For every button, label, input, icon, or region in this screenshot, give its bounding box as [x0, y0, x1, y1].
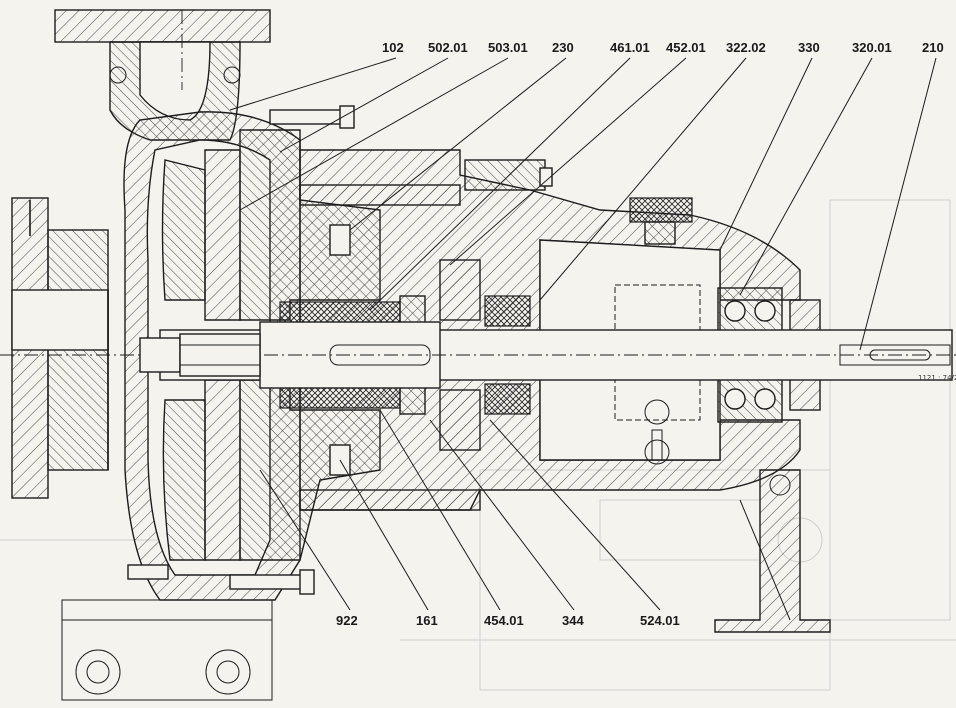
gland: [439, 159, 553, 451]
casing-bolts: [127, 105, 355, 595]
callout-330: 330: [798, 40, 820, 55]
callout-503-01: 503.01: [488, 40, 528, 55]
suction-flange: [11, 197, 109, 499]
callout-344: 344: [562, 613, 584, 628]
callout-452-01: 452.01: [666, 40, 706, 55]
callout-454-01: 454.01: [484, 613, 524, 628]
callout-922: 922: [336, 613, 358, 628]
callout-161: 161: [416, 613, 438, 628]
callout-102: 102: [382, 40, 404, 55]
callouts-top: 102 502.01 503.01 230 461.01 452.01 322.…: [382, 40, 944, 55]
casing-feet: [61, 599, 273, 701]
support-foot: [714, 469, 831, 633]
callout-320-01: 320.01: [852, 40, 892, 55]
oil-filler-cap: [629, 197, 693, 245]
stuffing-box-packing: [279, 295, 426, 415]
callout-524-01: 524.01: [640, 613, 680, 628]
callout-322-02: 322.02: [726, 40, 766, 55]
callout-leaders: [229, 57, 937, 611]
impeller-nut: [139, 333, 431, 377]
callout-230: 230: [552, 40, 574, 55]
callout-502-01: 502.01: [428, 40, 468, 55]
pump-shaft: [0, 321, 956, 389]
drawing-reference: 1121 : 74/2: [918, 374, 956, 382]
callout-461-01: 461.01: [610, 40, 650, 55]
callout-210: 210: [922, 40, 944, 55]
callouts-bottom: 922 161 454.01 344 524.01: [336, 613, 680, 628]
